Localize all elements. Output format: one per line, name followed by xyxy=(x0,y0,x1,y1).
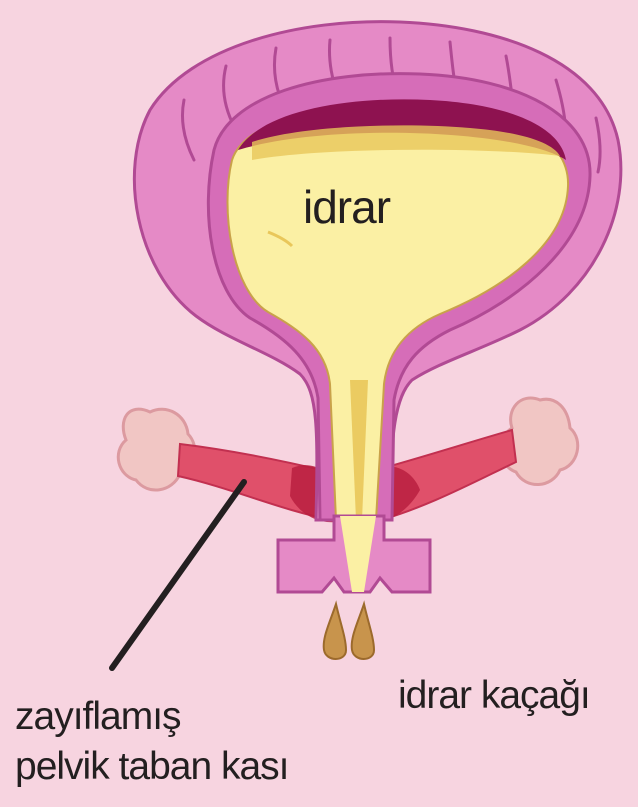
weak-pelvic-floor-label-line2: pelvik taban kası xyxy=(15,742,289,792)
weak-pelvic-floor-label-line1: zayıflamış xyxy=(15,692,289,742)
urine-label: idrar xyxy=(303,184,390,230)
urine-drop-icon xyxy=(324,604,346,659)
urine-leak-label: idrar kaçağı xyxy=(398,676,590,715)
urine-drop-icon xyxy=(352,604,374,659)
weak-pelvic-floor-label: zayıflamış pelvik taban kası xyxy=(15,692,289,792)
urethra-outlet xyxy=(278,516,430,592)
urine-drops xyxy=(324,604,374,659)
pointer-line xyxy=(112,482,244,668)
